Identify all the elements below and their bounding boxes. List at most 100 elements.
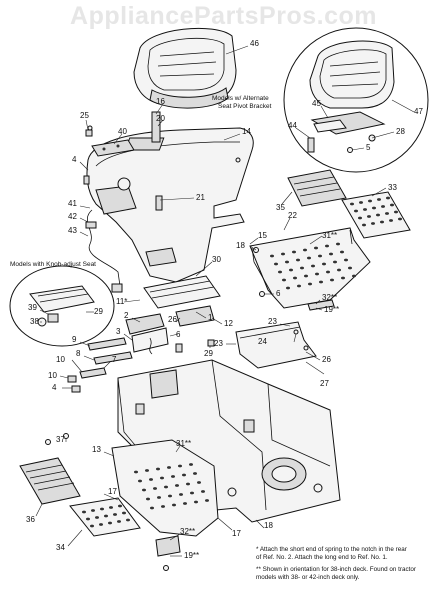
plate-hole — [329, 252, 333, 256]
plate-hole — [178, 464, 182, 468]
callout-19b: 19** — [184, 551, 199, 560]
callout-33: 33 — [388, 183, 397, 192]
callout-36: 36 — [26, 515, 35, 524]
plate-hole — [337, 268, 341, 272]
callout-40: 40 — [118, 127, 127, 136]
plate-hole — [368, 199, 372, 203]
plate-hole — [371, 222, 375, 225]
callout-23b: 23 — [214, 339, 223, 348]
plate-hole — [304, 274, 308, 278]
plate-hole — [367, 215, 371, 218]
plate-hole — [376, 213, 380, 217]
callout-4b: 4 — [52, 383, 57, 392]
callout-8: 8 — [76, 349, 81, 358]
plate-hole — [161, 505, 165, 508]
plate-hole — [183, 502, 187, 505]
callout-22: 22 — [288, 211, 297, 220]
plate-hole — [389, 219, 393, 222]
plate-hole — [352, 274, 356, 278]
plate-hole — [274, 262, 278, 266]
plate-hole — [348, 266, 352, 270]
plate-hole — [179, 493, 183, 496]
seat-46 — [133, 27, 237, 109]
callout-35: 35 — [276, 203, 285, 212]
plate-hole — [153, 487, 157, 490]
footnote-double-asterisk: ** Shown in orientation for 38-inch deck… — [256, 566, 416, 581]
plate-hole — [308, 282, 312, 286]
callout-10a: 10 — [56, 355, 65, 364]
plate-hole — [104, 514, 108, 518]
plate-hole — [138, 479, 142, 483]
callout-25: 25 — [80, 111, 89, 120]
callout-17b: 17 — [232, 529, 241, 538]
plate-hole — [372, 206, 376, 210]
plate-hole — [160, 476, 164, 480]
plate-hole — [134, 470, 138, 474]
caption-alternate-seat-line1: Models w/ Alternate — [212, 95, 269, 102]
plate-hole — [167, 466, 171, 469]
plate-hole — [386, 196, 390, 200]
plate-hole — [193, 472, 197, 475]
callout-31: 31** — [322, 231, 337, 240]
knob-adjust-seat-detail — [9, 265, 115, 347]
callout-39: 39 — [28, 303, 37, 312]
plate-hole — [82, 510, 86, 514]
callout-46: 46 — [250, 39, 259, 48]
plate-hole — [319, 280, 323, 284]
callout-4: 4 — [72, 155, 77, 164]
callout-41: 41 — [68, 199, 77, 208]
plate-hole — [95, 516, 99, 519]
plate-hole — [385, 212, 389, 215]
plate-hole — [205, 499, 209, 502]
plate-hole — [318, 254, 322, 258]
pivot-bracket — [125, 313, 169, 355]
callout-15: 15 — [258, 231, 267, 240]
plate-hole — [145, 469, 149, 472]
callout-14: 14 — [242, 127, 251, 136]
plate-hole — [186, 482, 190, 486]
callout-32b: 32** — [180, 527, 195, 536]
callout-5: 5 — [366, 143, 371, 152]
plate-hole — [281, 252, 285, 256]
callout-26: 26 — [168, 315, 177, 324]
callout-7: 7 — [112, 355, 117, 364]
plate-hole — [164, 485, 168, 489]
callout-20: 20 — [156, 114, 165, 123]
callout-42: 42 — [68, 212, 77, 221]
plate-hole — [190, 491, 194, 495]
plate-hole — [100, 507, 104, 511]
plate-hole — [172, 503, 176, 507]
left-footrest — [19, 439, 219, 557]
callout-45: 45 — [312, 99, 321, 108]
plate-hole — [380, 220, 384, 224]
plate-hole — [398, 217, 402, 221]
callout-24: 24 — [258, 337, 267, 346]
callout-6b: 6 — [176, 330, 181, 339]
plate-hole — [109, 506, 113, 509]
plate-hole — [350, 202, 354, 206]
plate-hole — [150, 506, 154, 510]
callout-30: 30 — [212, 255, 221, 264]
plate-hole — [91, 509, 95, 512]
callout-3: 3 — [116, 327, 121, 336]
plate-hole — [117, 520, 121, 523]
plate-hole — [354, 209, 358, 213]
plate-hole — [292, 250, 296, 254]
plate-hole — [296, 258, 300, 262]
plate-hole — [156, 467, 160, 471]
plate-hole — [322, 262, 326, 266]
caption-alternate-seat-line2: Seat Pivot Bracket — [218, 103, 272, 110]
plate-hole — [194, 500, 198, 504]
footnote-single-asterisk: * Attach the short end of spring to the … — [256, 546, 407, 561]
callout-47: 47 — [414, 107, 423, 116]
callout-43: 43 — [68, 226, 77, 235]
callout-21: 21 — [196, 193, 205, 202]
seat-slide-bracket — [143, 275, 265, 327]
callout-29: 29 — [94, 307, 103, 316]
plate-hole — [197, 481, 201, 484]
plate-hole — [99, 523, 103, 526]
plate-hole — [358, 216, 362, 220]
plate-hole — [390, 203, 394, 207]
plate-hole — [90, 524, 94, 528]
callout-2: 2 — [124, 311, 129, 320]
